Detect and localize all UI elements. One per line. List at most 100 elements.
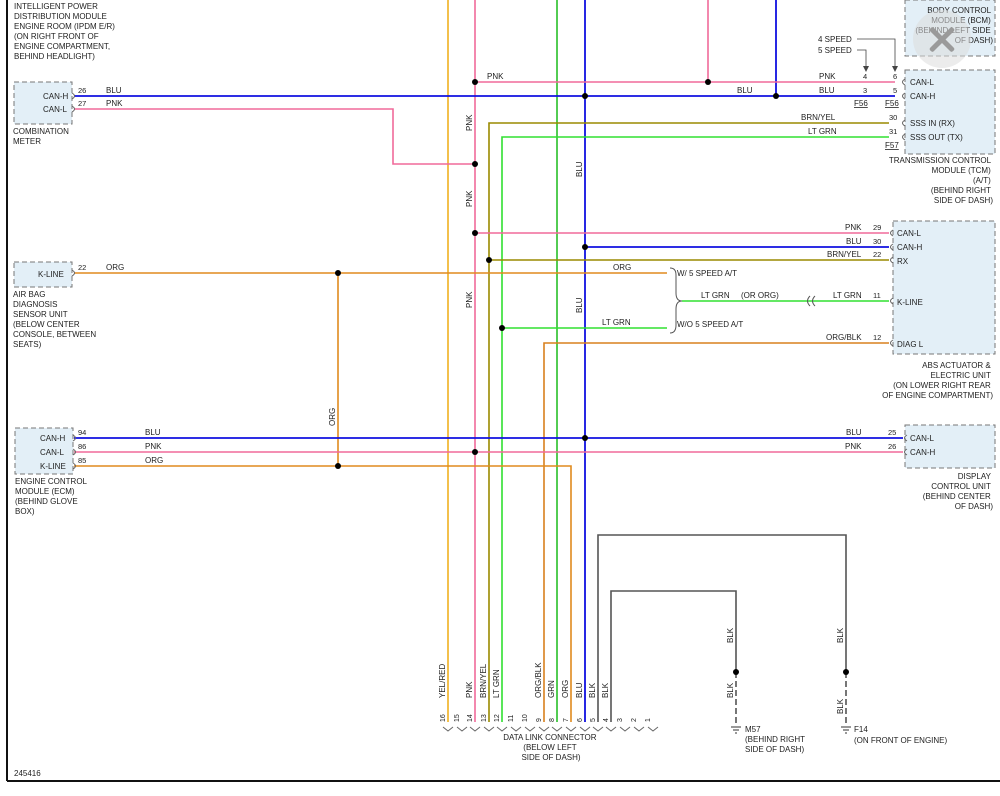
speed-arrow-4 xyxy=(857,38,896,68)
tcm-pin-canh: CAN-H xyxy=(910,92,936,101)
label-tcm-blu: BLU xyxy=(819,86,835,95)
abs-pin-kline: K-LINE xyxy=(897,298,923,307)
close-button[interactable] xyxy=(913,10,971,68)
display-label: DISPLAY CONTROL UNIT (BEHIND CENTER OF D… xyxy=(923,472,994,511)
label-airbag-org: ORG xyxy=(106,263,124,272)
pin-display-26: 26 xyxy=(888,442,896,451)
pin-abs-11: 11 xyxy=(873,291,881,300)
dlc-pin-2: 2 xyxy=(631,718,638,722)
pin-display-25: 25 xyxy=(888,428,896,437)
connector-f56-b: F56 xyxy=(885,99,899,108)
tcm-box xyxy=(904,69,996,155)
pin-abs-30: 30 xyxy=(873,237,881,246)
dlc-pin-8: 8 xyxy=(549,718,556,722)
label-v-blu1: BLU xyxy=(575,161,584,177)
pin-tcm-3: 3 xyxy=(863,86,867,95)
wire-orgblk xyxy=(543,342,889,722)
label-dlc-ltgrn: LT GRN xyxy=(492,669,501,698)
pin-abs-22: 22 xyxy=(873,250,881,259)
dlc-pin-12: 12 xyxy=(494,714,501,722)
dlc-pin-10: 10 xyxy=(522,714,529,722)
pin-tcm-30: 30 xyxy=(889,113,897,122)
label-cm-blu: BLU xyxy=(106,86,122,95)
dlc-pin-15: 15 xyxy=(454,714,461,722)
ground-f14-label: F14 (ON FRONT OF ENGINE) xyxy=(854,725,948,745)
tcm-pin-sss-out: SSS OUT (TX) xyxy=(910,133,963,142)
annotation-or-org: (OR ORG) xyxy=(741,291,779,300)
display-pin-canl: CAN-L xyxy=(910,434,935,443)
pin-cm-27: 27 xyxy=(78,99,86,108)
label-mid-blu: BLU xyxy=(737,86,753,95)
airbag-pin-kline: K-LINE xyxy=(38,270,64,279)
pin-ecm-85: 85 xyxy=(78,456,86,465)
tcm-label: TRANSMISSION CONTROL MODULE (TCM) (A/T) … xyxy=(889,156,994,205)
label-ground-blk2: BLK xyxy=(726,682,735,698)
annotation-wo5: W/O 5 SPEED A/T xyxy=(677,320,743,329)
pin-tcm-31: 31 xyxy=(889,127,897,136)
label-tcm-ltgrn: LT GRN xyxy=(808,127,837,136)
label-dlc-blk2: BLK xyxy=(601,682,610,698)
wire-ltgrn xyxy=(501,136,889,722)
selection-bracket xyxy=(669,267,683,334)
ecm-box xyxy=(14,427,74,475)
label-top-pnk: PNK xyxy=(487,72,504,81)
dlc-pin-14: 14 xyxy=(467,714,474,722)
dlc-pin-9: 9 xyxy=(536,718,543,722)
dlc-terminals xyxy=(442,726,659,732)
tcm-pin-canl: CAN-L xyxy=(910,78,935,87)
dlc-pin-5: 5 xyxy=(590,718,597,722)
dlc-pin-7: 7 xyxy=(563,718,570,722)
dlc-pin-4: 4 xyxy=(603,718,610,722)
abs-pin-canl: CAN-L xyxy=(897,229,922,238)
dlc-pin-6: 6 xyxy=(577,718,584,722)
label-ecm-org: ORG xyxy=(145,456,163,465)
wire-brnyel xyxy=(488,122,889,722)
ecm-label: ENGINE CONTROL MODULE (ECM) (BEHIND GLOV… xyxy=(15,477,89,516)
label-ltgrn-b: LT GRN xyxy=(833,291,862,300)
label-dlc-blk1: BLK xyxy=(588,682,597,698)
terminal-marks xyxy=(71,78,908,470)
label-ground-blk3: BLK xyxy=(836,627,845,643)
ground-symbol-m57 xyxy=(731,726,741,734)
inline-connector xyxy=(807,295,816,307)
label-ground-blk4: BLK xyxy=(836,698,845,714)
label-dlc-orgblk: ORG/BLK xyxy=(534,662,543,698)
ground-m57-label: M57 (BEHIND RIGHT SIDE OF DASH) xyxy=(745,725,807,754)
cm-pin-canh: CAN-H xyxy=(43,92,69,101)
display-pin-canh: CAN-H xyxy=(910,448,936,457)
ground-symbol-f14 xyxy=(841,726,851,734)
label-v-blu2: BLU xyxy=(575,297,584,313)
label-wo5-ltgrn: LT GRN xyxy=(602,318,631,327)
cm-pin-canl: CAN-L xyxy=(43,105,68,114)
speed-note-5: 5 SPEED xyxy=(818,46,852,55)
airbag-label: AIR BAG DIAGNOSIS SENSOR UNIT (BELOW CEN… xyxy=(13,290,98,349)
pin-tcm-6: 6 xyxy=(893,72,897,81)
label-dlc-yelred: YEL/RED xyxy=(438,664,447,698)
pin-abs-29: 29 xyxy=(873,223,881,232)
pin-ecm-94: 94 xyxy=(78,428,86,437)
label-ground-blk1: BLK xyxy=(726,627,735,643)
label-ecm-pnk: PNK xyxy=(145,442,162,451)
pin-abs-12: 12 xyxy=(873,333,881,342)
pin-ecm-86: 86 xyxy=(78,442,86,451)
dlc-pin-3: 3 xyxy=(617,718,624,722)
wire-blk-f14 xyxy=(597,534,847,722)
label-v-org: ORG xyxy=(328,408,337,426)
label-v-pnk1: PNK xyxy=(465,114,474,131)
annotation-w5: W/ 5 SPEED A/T xyxy=(677,269,737,278)
ipdm-label: INTELLIGENT POWER DISTRIBUTION MODULE EN… xyxy=(14,2,117,61)
airbag-box xyxy=(13,261,73,288)
dlc-label: DATA LINK CONNECTOR (BELOW LEFT SIDE OF … xyxy=(503,733,599,762)
tcm-pin-sss-in: SSS IN (RX) xyxy=(910,119,955,128)
label-dlc-brnyel: BRN/YEL xyxy=(479,663,488,698)
speed-arrowhead-4 xyxy=(892,66,898,72)
dlc-pin-13: 13 xyxy=(481,714,488,722)
label-ltgrn-a: LT GRN xyxy=(701,291,730,300)
label-v-pnk2: PNK xyxy=(465,190,474,207)
label-tcm-brnyel: BRN/YEL xyxy=(801,113,836,122)
label-disp-blu: BLU xyxy=(846,428,862,437)
label-v-pnk3: PNK xyxy=(465,291,474,308)
combination-meter-box xyxy=(13,81,73,125)
label-dlc-pnk: PNK xyxy=(465,681,474,698)
